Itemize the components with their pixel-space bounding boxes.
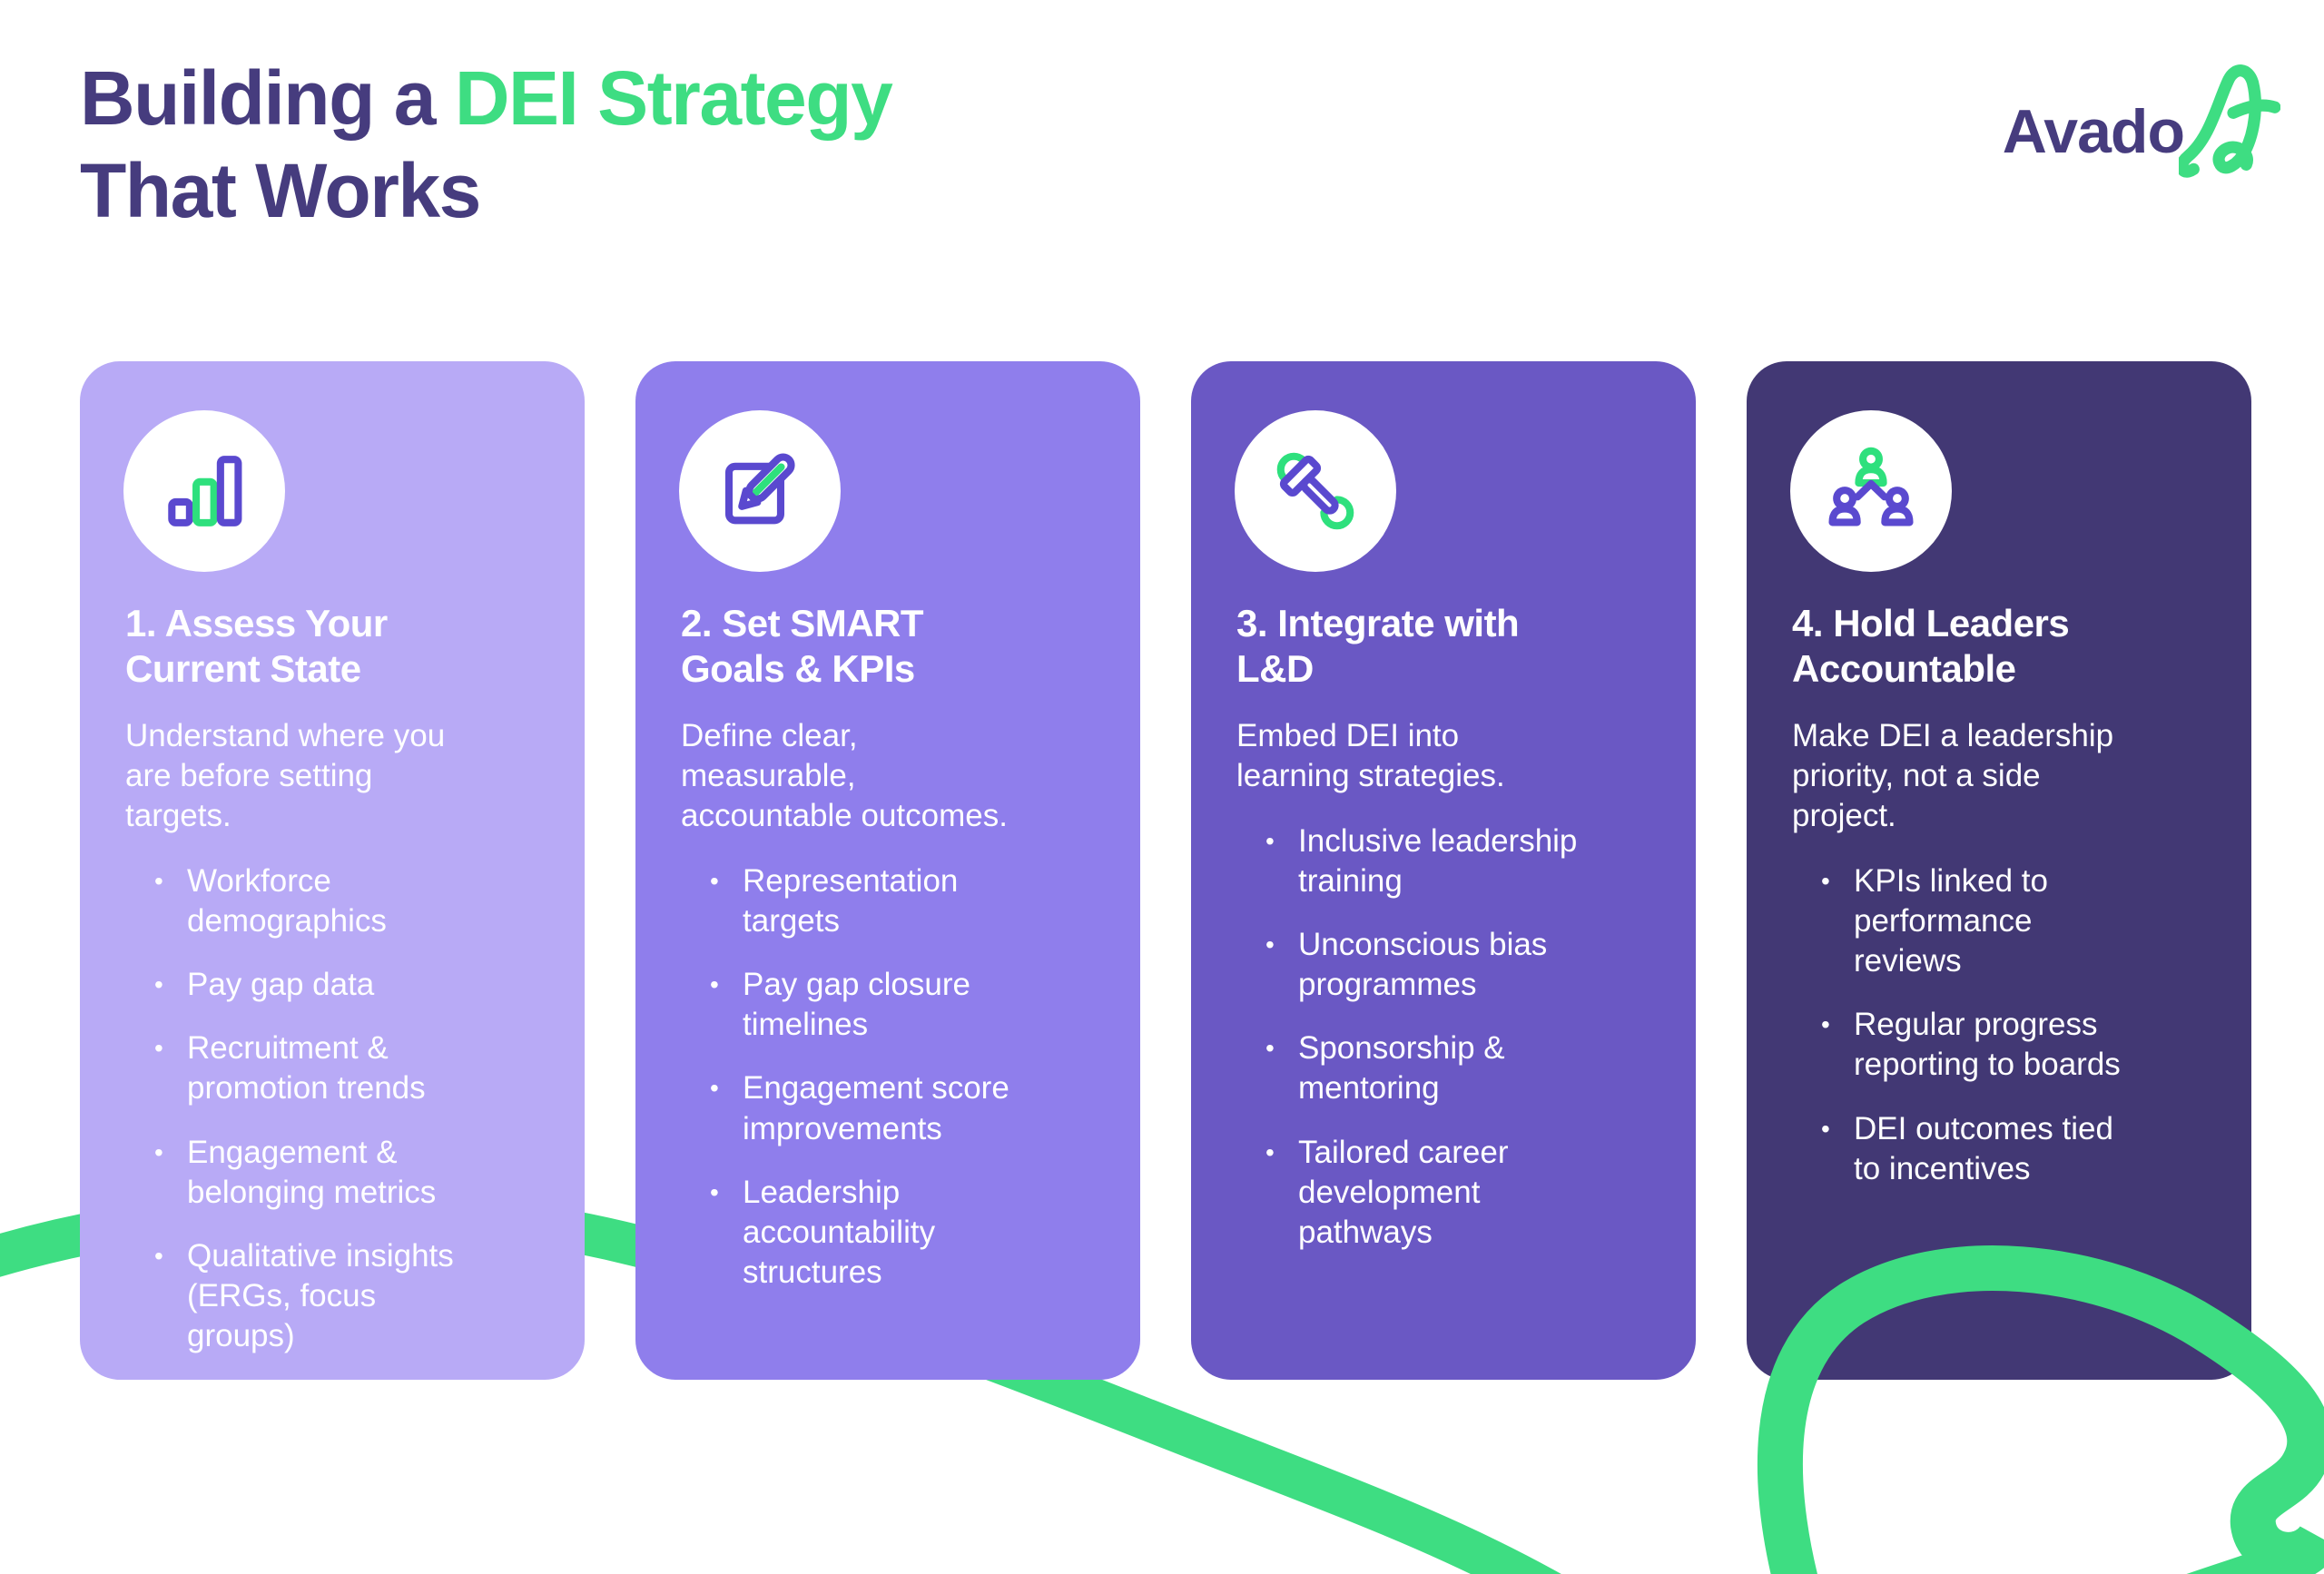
bullet-dot: •	[1265, 826, 1275, 855]
bullet-item: • Qualitative insights (ERGs, focus group…	[125, 1236, 548, 1356]
bullet-item: • Tailored career development pathways	[1236, 1133, 1659, 1253]
hammer-wrench-icon	[1276, 452, 1354, 530]
card-heading: 4. Hold Leaders Accountable	[1792, 602, 2070, 691]
bullet-item: • DEI outcomes tied to incentives	[1792, 1109, 2215, 1189]
bullet-text: Regular progress reporting to boards	[1854, 1007, 2121, 1083]
page-title-line1: Building a DEI Strategy	[80, 53, 893, 145]
avado-logo-text: Avado	[2002, 97, 2185, 166]
card-body: 1. Assess Your Current State Understand …	[125, 601, 548, 1380]
bullet-item: • Pay gap data	[125, 965, 548, 1005]
bullet-list: • Representation targets • Pay gap closure …	[681, 861, 1104, 1293]
bullet-dot: •	[154, 1034, 163, 1063]
bullet-dot: •	[154, 1241, 163, 1270]
bullet-item: • Engagement & belonging metrics	[125, 1133, 548, 1213]
bullet-text: Tailored career development pathways	[1298, 1134, 1509, 1250]
bullet-text: Engagement & belonging metrics	[187, 1134, 437, 1210]
bullet-dot: •	[710, 1074, 719, 1103]
title-text-dark: Building a	[80, 55, 455, 141]
card-intro: Define clear, measurable, accountable ou…	[681, 717, 1008, 833]
avado-logo: Avado	[2003, 60, 2280, 185]
bullet-dot: •	[1821, 1114, 1830, 1143]
bullet-item: • Pay gap closure timelines	[681, 965, 1104, 1045]
bullet-item: • KPIs linked to performance reviews	[1792, 861, 2215, 981]
icon-circle	[1790, 410, 1952, 572]
card-intro: Embed DEI into learning strategies.	[1236, 717, 1505, 793]
bullet-text: Leadership accountability structures	[743, 1174, 936, 1290]
card-integrate-with-ld: 3. Integrate with L&D Embed DEI into lea…	[1191, 361, 1696, 1380]
card-intro: Understand where you are before setting …	[125, 717, 446, 833]
avado-logo-squiggle-icon	[2179, 64, 2280, 178]
icon-circle	[679, 410, 841, 572]
bullet-item: • Regular progress reporting to boards	[1792, 1005, 2215, 1085]
bullet-dot: •	[1821, 867, 1830, 896]
page-title: Building a DEI Strategy That Works	[80, 53, 893, 237]
bullet-text: Sponsorship & mentoring	[1298, 1030, 1505, 1107]
bullet-item: • Workforce demographics	[125, 861, 548, 941]
bullet-dot: •	[154, 1137, 163, 1166]
page-title-line2: That Works	[80, 147, 481, 233]
bullet-dot: •	[710, 867, 719, 896]
bullet-dot: •	[1265, 930, 1275, 959]
bullet-text: Pay gap closure timelines	[743, 967, 970, 1043]
card-body: 4. Hold Leaders Accountable Make DEI a l…	[1792, 601, 2215, 1213]
bullet-item: • Inclusive leadership training	[1236, 821, 1659, 901]
bullet-dot: •	[1265, 1137, 1275, 1166]
bullet-item: • Unconscious bias programmes	[1236, 925, 1659, 1005]
icon-circle	[1235, 410, 1396, 572]
bullet-item: • Leadership accountability structures	[681, 1173, 1104, 1293]
bullet-dot: •	[154, 970, 163, 999]
card-heading: 2. Set SMART Goals & KPIs	[681, 602, 924, 691]
bullet-text: KPIs linked to performance reviews	[1854, 863, 2048, 979]
bullet-text: Inclusive leadership training	[1298, 822, 1578, 900]
pencil-paper-icon	[724, 453, 795, 525]
bullet-text: Unconscious bias programmes	[1298, 927, 1548, 1003]
bullet-list: • Inclusive leadership training • Unconscio…	[1236, 821, 1659, 1253]
bullet-list: • Workforce demographics • Pay gap data • Rec…	[125, 861, 548, 1356]
card-body: 2. Set SMART Goals & KPIs Define clear, …	[681, 601, 1104, 1316]
bullet-dot: •	[154, 867, 163, 896]
org-people-icon	[1828, 447, 1914, 526]
bullet-list: • KPIs linked to performance reviews • Regu…	[1792, 861, 2215, 1189]
bullet-text: Workforce demographics	[187, 863, 387, 939]
bullet-text: Pay gap data	[187, 967, 375, 1003]
bullet-item: • Recruitment & promotion trends	[125, 1028, 548, 1108]
card-heading: 3. Integrate with L&D	[1236, 602, 1520, 691]
bullet-item: • Representation targets	[681, 861, 1104, 941]
title-text-highlight: DEI Strategy	[454, 55, 893, 141]
bullet-text: DEI outcomes tied to incentives	[1854, 1110, 2113, 1186]
bullet-text: Recruitment & promotion trends	[187, 1030, 426, 1107]
bullet-text: Representation targets	[743, 863, 959, 939]
bullet-item: • Engagement score improvements	[681, 1068, 1104, 1148]
icon-circle	[123, 410, 285, 572]
bullet-item: • Sponsorship & mentoring	[1236, 1028, 1659, 1108]
card-set-smart-goals: 2. Set SMART Goals & KPIs Define clear, …	[635, 361, 1140, 1380]
card-assess-current-state: 1. Assess Your Current State Understand …	[80, 361, 585, 1380]
card-intro: Make DEI a leadership priority, not a si…	[1792, 717, 2114, 833]
bar-chart-icon	[168, 456, 242, 526]
bullet-text: Engagement score improvements	[743, 1070, 1009, 1146]
card-body: 3. Integrate with L&D Embed DEI into lea…	[1236, 601, 1659, 1276]
card-hold-leaders-accountable: 4. Hold Leaders Accountable Make DEI a l…	[1747, 361, 2251, 1380]
card-heading: 1. Assess Your Current State	[125, 602, 388, 691]
bullet-dot: •	[1265, 1034, 1275, 1063]
bullet-dot: •	[710, 1177, 719, 1206]
bullet-dot: •	[710, 970, 719, 999]
bullet-text: Qualitative insights (ERGs, focus groups…	[187, 1237, 454, 1353]
bullet-dot: •	[1821, 1010, 1830, 1039]
